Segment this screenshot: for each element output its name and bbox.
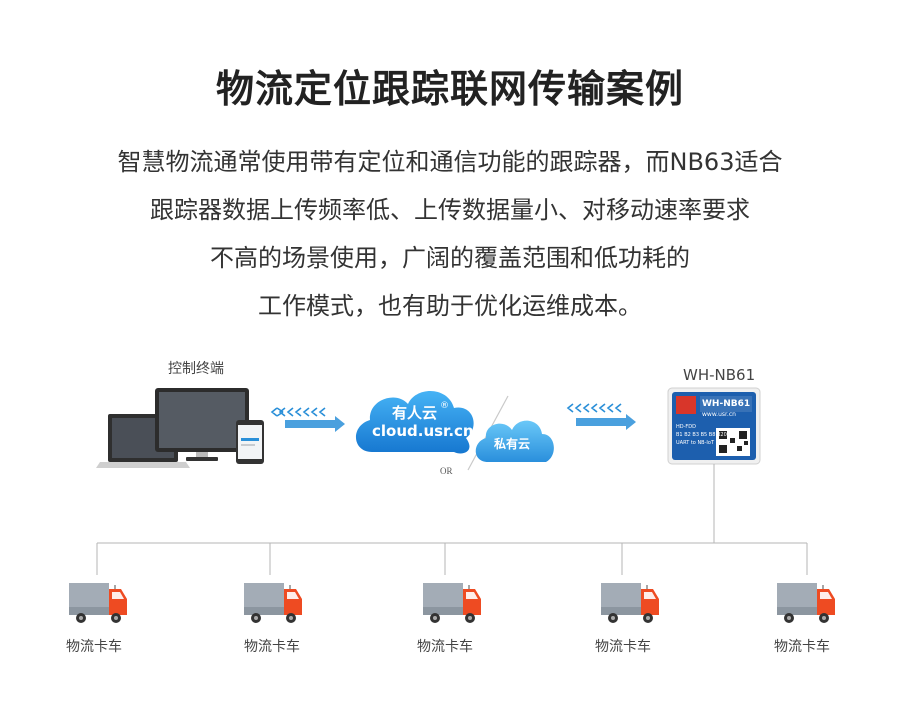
- or-text: OR: [440, 466, 453, 476]
- truck-label: 物流卡车: [66, 639, 122, 655]
- private-cloud-icon: [475, 420, 554, 462]
- truck-icon: [600, 582, 660, 624]
- description-line: 智慧物流通常使用带有定位和通信功能的跟踪器，而NB63适合: [117, 148, 783, 176]
- truck-icon: [422, 582, 482, 624]
- control-terminal-label: 控制终端: [168, 361, 224, 377]
- truck-icon: [776, 582, 836, 624]
- description-line: 不高的场景使用，广阔的覆盖范围和低功耗的: [210, 244, 690, 272]
- description-line: 工作模式，也有助于优化运维成本。: [258, 292, 642, 320]
- truck-label: 物流卡车: [774, 639, 830, 655]
- cloud-url: cloud.usr.cn: [372, 422, 474, 440]
- cloud-icon: [355, 390, 474, 454]
- monitor-icon: [155, 388, 249, 461]
- module-label: WH-NB61: [683, 366, 756, 384]
- arrow-right-icon: [285, 416, 345, 432]
- description: 智慧物流通常使用带有定位和通信功能的跟踪器，而NB63适合 跟踪器数据上传频率低…: [40, 138, 860, 330]
- truck-icon: [69, 583, 127, 623]
- truck-label: 物流卡车: [417, 639, 473, 655]
- truck-icon: [243, 582, 303, 624]
- truck-label: 物流卡车: [244, 639, 300, 655]
- cloud-name: 有人云: [392, 404, 437, 422]
- description-line: 跟踪器数据上传频率低、上传数据量小、对移动速率要求: [150, 196, 750, 224]
- truck-label: 物流卡车: [595, 639, 651, 655]
- phone-icon: [236, 420, 264, 464]
- chip-url: www.usr.cn: [702, 411, 736, 418]
- page-title: 物流定位跟踪联网传输案例: [215, 67, 684, 111]
- connection-lines: [96, 464, 808, 575]
- arrow-left-icon-2: [566, 403, 622, 413]
- chip-line: B1 B2 B3 B5 B8 B20: [676, 432, 727, 438]
- chip-line: HD-FDD: [676, 424, 696, 430]
- chip-line: UART to NB-IoT: [676, 440, 715, 446]
- arrow-left-icon: [270, 407, 326, 417]
- chip-title: WH-NB61: [702, 399, 750, 409]
- private-cloud-name: 私有云: [493, 436, 530, 451]
- nb-module-chip: [667, 387, 761, 465]
- registered-mark: ®: [440, 401, 449, 411]
- arrow-right-icon-2: [576, 414, 636, 430]
